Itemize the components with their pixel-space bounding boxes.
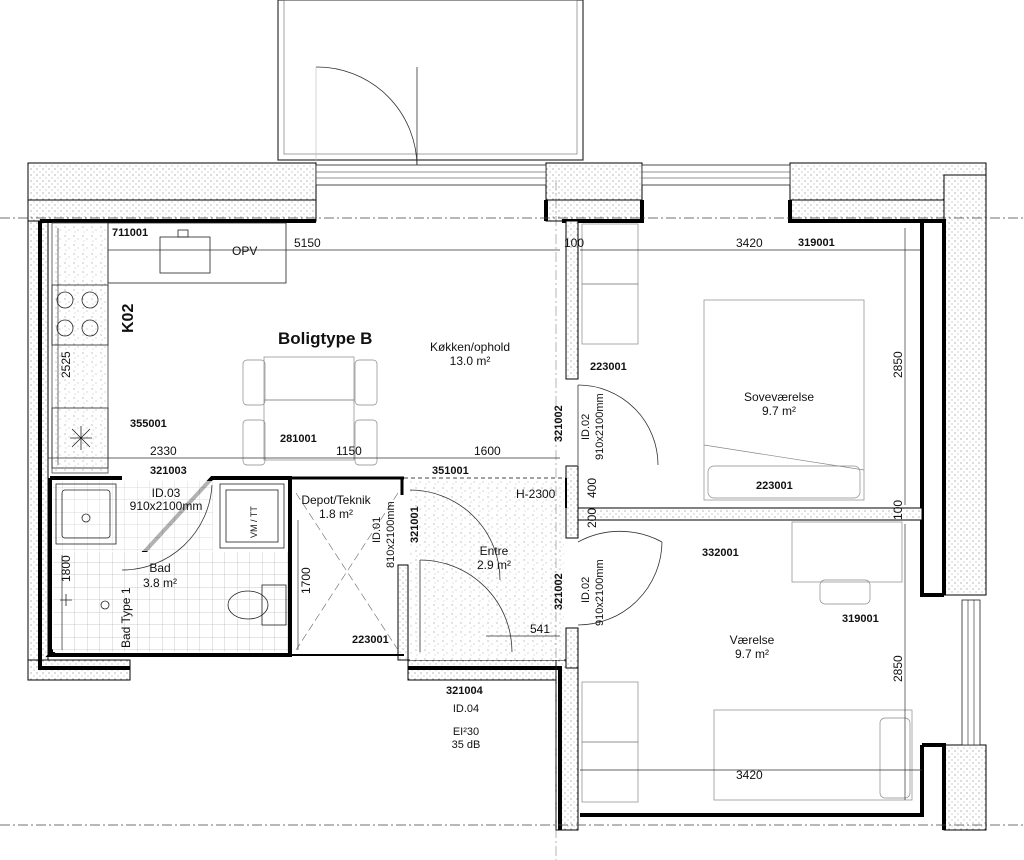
door-id03: ID.03 [152,486,181,500]
door-id02b: ID.02 [580,577,592,603]
dim-541: 541 [530,622,550,636]
kitchen-counter [51,222,109,474]
dim-1150: 1150 [336,444,362,458]
structural-outline [38,200,946,830]
room-area-sovevaerelse: 9.7 m² [762,404,796,418]
door-id03-size: 910x2100mm [130,499,203,513]
dim-2525: 2525 [59,351,73,378]
label-vm-tt: VM / TT [249,506,259,538]
code-321002b: 321002 [553,573,565,610]
bedroom-furniture [581,223,913,803]
label-el30: EI²30 [453,726,479,738]
code-711001: 711001 [112,227,148,239]
dim-1600: 1600 [474,444,501,458]
room-name-depot: Depot/Teknik [301,493,371,507]
code-355001: 355001 [130,418,167,430]
room-name-kokken: Køkken/ophold [430,340,510,354]
door-id02b-size: 910x2100mm [594,559,606,626]
dim-5150: 5150 [294,236,321,250]
depot-cross [295,492,399,651]
room-name-bad: Bad [149,561,170,575]
bathroom-floor [53,552,288,652]
dim-100b: 100 [891,500,905,520]
code-223001c: 223001 [352,634,389,646]
balcony [277,0,584,168]
dining-table [242,356,378,466]
grid-lines [0,180,1024,860]
dim-3420b: 3420 [736,768,763,782]
label-opv: OPV [232,244,257,258]
dim-1700: 1700 [299,567,313,594]
label-bad-type: Bad Type 1 [119,587,133,648]
door-id04: ID.04 [453,703,479,715]
unit-code: K02 [120,304,137,333]
entre-floor [410,480,564,660]
room-name-entre: Entre [480,544,509,558]
code-319001b: 319001 [842,613,879,625]
code-321001: 321001 [409,506,421,543]
code-321002a: 321002 [553,405,565,442]
room-area-depot: 1.8 m² [319,507,353,521]
door-id02a-size: 910x2100mm [594,393,606,460]
room-name-vaerelse: Værelse [730,633,775,647]
code-332001: 332001 [702,547,739,559]
dim-100a: 100 [564,236,584,250]
door-id02a: ID.02 [580,414,592,440]
dim-2330: 2330 [150,444,177,458]
dim-2850a: 2850 [891,351,905,378]
door-id01-size: 810x2100mm [385,501,397,568]
room-area-vaerelse: 9.7 m² [735,647,769,661]
room-name-sovevaerelse: Soveværelse [744,390,814,404]
code-319001a: 319001 [798,237,835,249]
code-223001a: 223001 [590,361,627,373]
room-area-kokken: 13.0 m² [450,354,491,368]
door-id01: ID.01 [371,517,383,543]
code-351001: 351001 [432,465,469,477]
room-area-entre: 2.9 m² [477,558,511,572]
dimension-lines [48,228,922,800]
dim-200: 200 [585,508,599,528]
plan-title: Boligtype B [278,329,372,348]
code-321004: 321004 [446,685,484,697]
code-281001: 281001 [280,433,317,445]
dim-3420a: 3420 [736,236,763,250]
label-h2300: H-2300 [516,487,556,501]
kitchen-fixtures [51,222,287,469]
outer-walls [27,162,987,831]
code-321003: 321003 [150,465,187,477]
doors [121,384,663,653]
interior-walls [45,220,923,669]
dim-1800: 1800 [59,555,73,582]
code-223001b: 223001 [756,480,793,492]
dim-400: 400 [585,478,599,498]
dim-2850b: 2850 [891,655,905,682]
room-area-bad: 3.8 m² [143,576,177,590]
label-35db: 35 dB [452,739,481,751]
